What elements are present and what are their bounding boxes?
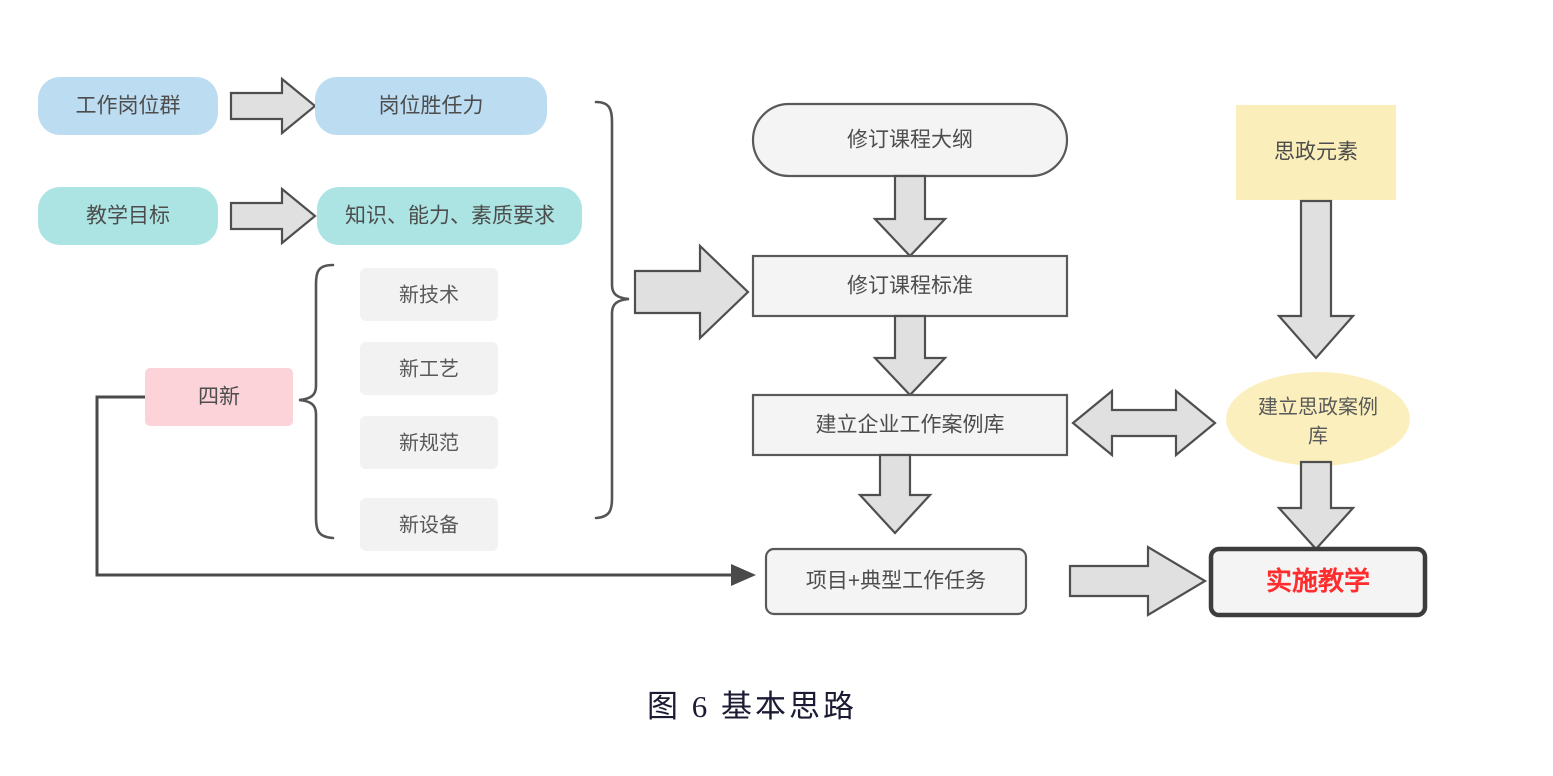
node-four-new-item-2-label: 新规范 bbox=[399, 431, 459, 454]
node-job-cluster-shape bbox=[38, 77, 218, 135]
node-job-cluster-label: 工作岗位群 bbox=[76, 95, 181, 118]
node-four-new-item-2-shape bbox=[360, 416, 498, 469]
block-arrow-down-icon bbox=[857, 453, 933, 535]
block-arrow-double-icon bbox=[1071, 388, 1217, 458]
node-revise-outline[interactable]: 修订课程大纲 bbox=[751, 102, 1069, 178]
connector-ideology-to-case-lib bbox=[1276, 199, 1356, 360]
connector-job-cluster-to-competency bbox=[229, 76, 317, 136]
node-teaching-goal[interactable]: 教学目标 bbox=[38, 187, 218, 245]
connector-outline-to-standard bbox=[872, 174, 948, 258]
connector-inputs-to-standard bbox=[633, 243, 750, 341]
node-four-new-label: 四新 bbox=[198, 386, 240, 409]
connector-project-to-implement bbox=[1068, 545, 1208, 617]
polyline-connector bbox=[95, 395, 731, 577]
node-implement-teaching[interactable]: 实施教学 bbox=[1208, 546, 1428, 618]
node-revise-standard-shape bbox=[751, 254, 1069, 318]
node-four-new-item-0[interactable]: 新技术 bbox=[360, 268, 498, 321]
connector-case-lib-to-project bbox=[857, 453, 933, 535]
node-job-competency-shape bbox=[315, 77, 547, 135]
connector-four-new-brace bbox=[298, 263, 335, 540]
block-arrow-down-icon bbox=[1276, 460, 1356, 551]
node-project-tasks-shape bbox=[764, 547, 1028, 616]
node-ideology-case-library[interactable]: 建立思政案例 库 bbox=[1226, 372, 1410, 466]
node-ideology-case-library-label-line1: 建立思政案例 bbox=[1258, 395, 1378, 418]
node-ideology-case-library-shape bbox=[1226, 372, 1410, 466]
node-four-new-item-3[interactable]: 新设备 bbox=[360, 498, 498, 551]
node-ideology-elements-label: 思政元素 bbox=[1274, 141, 1358, 164]
node-job-competency-label: 岗位胜任力 bbox=[379, 95, 484, 118]
block-arrow-down-icon bbox=[872, 174, 948, 258]
node-teaching-goal-label: 教学目标 bbox=[86, 205, 170, 228]
node-enterprise-case-library-label: 建立企业工作案例库 bbox=[816, 414, 1005, 437]
node-knowledge-requirements-shape bbox=[317, 187, 582, 245]
node-ideology-elements-shape bbox=[1236, 105, 1396, 200]
arrowhead-icon bbox=[731, 564, 756, 586]
connector-teaching-goal-to-knowledge bbox=[229, 186, 317, 246]
node-four-new[interactable]: 四新 bbox=[145, 368, 293, 426]
block-arrow-right-icon bbox=[633, 243, 750, 341]
node-four-new-item-1-label: 新工艺 bbox=[399, 357, 459, 380]
node-revise-standard-label: 修订课程标准 bbox=[847, 275, 973, 298]
curly-brace-right-icon bbox=[594, 100, 630, 520]
connector-case-lib-bidirectional bbox=[1071, 388, 1217, 458]
node-enterprise-case-library[interactable]: 建立企业工作案例库 bbox=[751, 393, 1069, 457]
node-knowledge-requirements-label: 知识、能力、素质要求 bbox=[345, 205, 555, 228]
connector-inputs-brace bbox=[594, 100, 630, 520]
node-four-new-item-0-label: 新技术 bbox=[399, 283, 459, 306]
node-four-new-item-3-shape bbox=[360, 498, 498, 551]
node-four-new-item-3-label: 新设备 bbox=[399, 513, 459, 536]
block-arrow-down-icon bbox=[872, 314, 948, 397]
curly-brace-right-icon bbox=[298, 263, 335, 540]
node-four-new-item-0-shape bbox=[360, 268, 498, 321]
node-revise-outline-label: 修订课程大纲 bbox=[847, 129, 973, 152]
block-arrow-right-icon bbox=[229, 186, 317, 246]
node-implement-teaching-label: 实施教学 bbox=[1266, 566, 1370, 596]
node-four-new-item-2[interactable]: 新规范 bbox=[360, 416, 498, 469]
node-implement-teaching-shape bbox=[1208, 546, 1428, 618]
node-project-tasks-label: 项目+典型工作任务 bbox=[806, 570, 986, 593]
connector-ideology-case-to-implement bbox=[1276, 460, 1356, 551]
node-four-new-item-1-shape bbox=[360, 342, 498, 395]
node-four-new-item-1[interactable]: 新工艺 bbox=[360, 342, 498, 395]
node-enterprise-case-library-shape bbox=[751, 393, 1069, 457]
node-four-new-shape bbox=[145, 368, 293, 426]
node-knowledge-requirements[interactable]: 知识、能力、素质要求 bbox=[317, 187, 582, 245]
figure-caption: 图 6 基本思路 bbox=[647, 689, 857, 724]
node-job-cluster[interactable]: 工作岗位群 bbox=[38, 77, 218, 135]
connector-four-new-feedback bbox=[95, 395, 756, 586]
block-arrow-right-icon bbox=[1068, 545, 1208, 617]
node-project-tasks[interactable]: 项目+典型工作任务 bbox=[764, 547, 1028, 616]
node-ideology-elements[interactable]: 思政元素 bbox=[1236, 105, 1396, 200]
connector-standard-to-case-lib bbox=[872, 314, 948, 397]
block-arrow-right-icon bbox=[229, 76, 317, 136]
node-teaching-goal-shape bbox=[38, 187, 218, 245]
node-revise-standard[interactable]: 修订课程标准 bbox=[751, 254, 1069, 318]
node-ideology-case-library-label-line2: 库 bbox=[1308, 424, 1328, 447]
node-job-competency[interactable]: 岗位胜任力 bbox=[315, 77, 547, 135]
block-arrow-down-icon bbox=[1276, 199, 1356, 360]
